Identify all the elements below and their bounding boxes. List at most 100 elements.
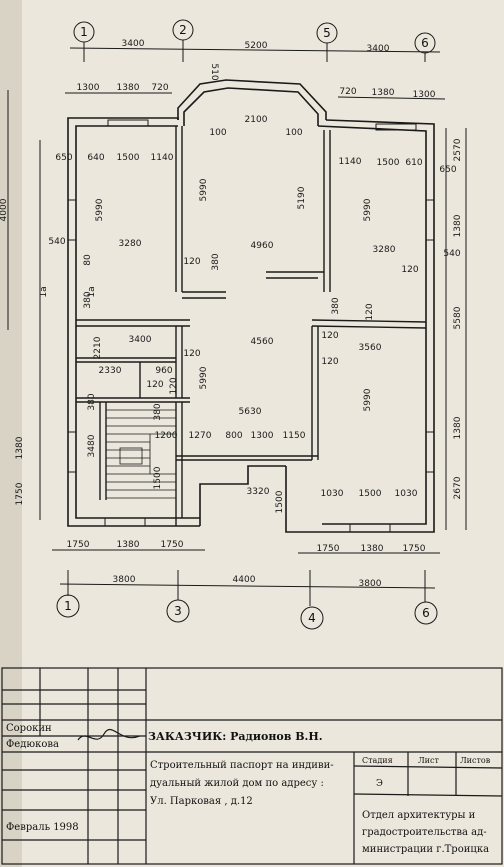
- description-line: Строительный паспорт на индиви-: [150, 760, 334, 771]
- axis-label: 5: [323, 26, 331, 40]
- stage-column-header: Стадия: [362, 756, 393, 765]
- dim-text: 5990: [199, 178, 209, 201]
- dim-text: 1500: [377, 158, 400, 168]
- dim-text: 120: [365, 303, 375, 320]
- stage-value: Э: [376, 779, 383, 789]
- dim-text: 1200: [155, 431, 178, 441]
- dim-text: 5630: [239, 407, 262, 417]
- dim-text: 1750: [67, 540, 90, 550]
- dim-text: 1030: [321, 489, 344, 499]
- dim-text: 1380: [453, 214, 463, 237]
- dim-text: 4000: [0, 198, 9, 221]
- dim-text: 1150: [283, 431, 306, 441]
- date-label: Февраль 1998: [6, 822, 79, 833]
- dim-text: 3800: [113, 575, 136, 585]
- department-line: Отдел архитектуры и: [362, 810, 476, 821]
- dim-text: 510: [209, 63, 219, 80]
- axis-marker-bottom-3: [166, 599, 190, 623]
- dim-text: 1750: [15, 482, 25, 505]
- sheets-column-header: Листов: [460, 756, 491, 765]
- dim-text: 3400: [367, 44, 390, 54]
- dim-text: 120: [401, 265, 418, 275]
- dim-text: 2670: [453, 476, 463, 499]
- axis-label: 4: [308, 611, 316, 625]
- dim-text: 3400: [122, 39, 145, 49]
- dim-text: 720: [339, 87, 356, 97]
- dim-line-bottom-overall: [59, 583, 436, 589]
- axis-label: 1: [64, 599, 72, 613]
- dim-text: 1750: [161, 540, 184, 550]
- dim-text: 5190: [297, 186, 307, 209]
- staircase: [106, 409, 176, 499]
- axis-marker-bottom-4: [300, 606, 324, 630]
- description-line: Ул. Парковая , д.12: [150, 796, 253, 807]
- dim-text: 1270: [189, 431, 212, 441]
- dim-text: 5990: [199, 366, 209, 389]
- axis-label: 1: [80, 25, 88, 39]
- dim-text: 1500: [117, 153, 140, 163]
- axis-label: 6: [421, 36, 429, 50]
- windows: [67, 119, 435, 533]
- interior-walls: [76, 126, 427, 526]
- dim-text: 610: [405, 158, 422, 168]
- axis-label: 3: [174, 604, 182, 618]
- dim-text: 100: [285, 128, 302, 138]
- description-line: дуальный жилой дом по адресу :: [150, 778, 324, 789]
- dim-text: 1030: [395, 489, 418, 499]
- dim-text: 3280: [373, 245, 396, 255]
- dim-text: 2210: [93, 336, 103, 359]
- dim-text: 540: [443, 249, 460, 259]
- designer-name: Сорокин: [6, 723, 52, 734]
- dim-text: 5990: [363, 388, 373, 411]
- dim-text: 380: [87, 393, 97, 410]
- dim-text: 5580: [453, 306, 463, 329]
- dim-text: 960: [155, 366, 172, 376]
- dim-text: 1a: [87, 286, 97, 297]
- signature-icon: [77, 728, 141, 741]
- dim-text: 120: [321, 357, 338, 367]
- dim-text: 650: [439, 165, 456, 175]
- dim-text: 1a: [39, 286, 49, 297]
- dim-text: 1500: [359, 489, 382, 499]
- dim-text: 5200: [245, 41, 268, 51]
- dim-text: 120: [169, 377, 179, 394]
- dim-text: 2570: [453, 138, 463, 161]
- dim-text: 1750: [317, 544, 340, 554]
- dim-text: 1140: [339, 157, 362, 167]
- dim-text: 3560: [359, 343, 382, 353]
- dim-text: 1380: [453, 416, 463, 439]
- dim-text: 1380: [15, 436, 25, 459]
- dim-text: 5990: [363, 198, 373, 221]
- page-edge-shadow: [0, 0, 22, 867]
- dim-text: 1140: [151, 153, 174, 163]
- dim-text: 5990: [95, 198, 105, 221]
- dim-text: 1300: [77, 83, 100, 93]
- dim-text: 1500: [275, 490, 285, 513]
- dim-text: 1380: [117, 83, 140, 93]
- dim-text: 1500: [153, 466, 163, 489]
- dim-text: 4560: [251, 337, 274, 347]
- axis-marker-bottom-1: [56, 594, 80, 618]
- department-line: градостроительства ад-: [362, 827, 487, 838]
- axis-marker-bottom-6: [414, 601, 438, 625]
- dim-text: 650: [55, 153, 72, 163]
- dim-text: 1300: [413, 90, 436, 100]
- dim-text: 120: [183, 349, 200, 359]
- dim-text: 640: [87, 153, 104, 163]
- dim-text: 380: [331, 297, 341, 314]
- dim-text: 3400: [129, 335, 152, 345]
- dim-text: 3800: [359, 579, 382, 589]
- dim-text: 540: [48, 237, 65, 247]
- dim-text: 2330: [99, 366, 122, 376]
- dim-text: 3320: [247, 487, 270, 497]
- dim-text: 1380: [361, 544, 384, 554]
- sheet-column-header: Лист: [418, 756, 439, 765]
- dim-text: 380: [153, 403, 163, 420]
- dim-text: 80: [83, 254, 93, 266]
- dim-text: 1750: [403, 544, 426, 554]
- dim-text: 120: [321, 331, 338, 341]
- dim-text: 3280: [119, 239, 142, 249]
